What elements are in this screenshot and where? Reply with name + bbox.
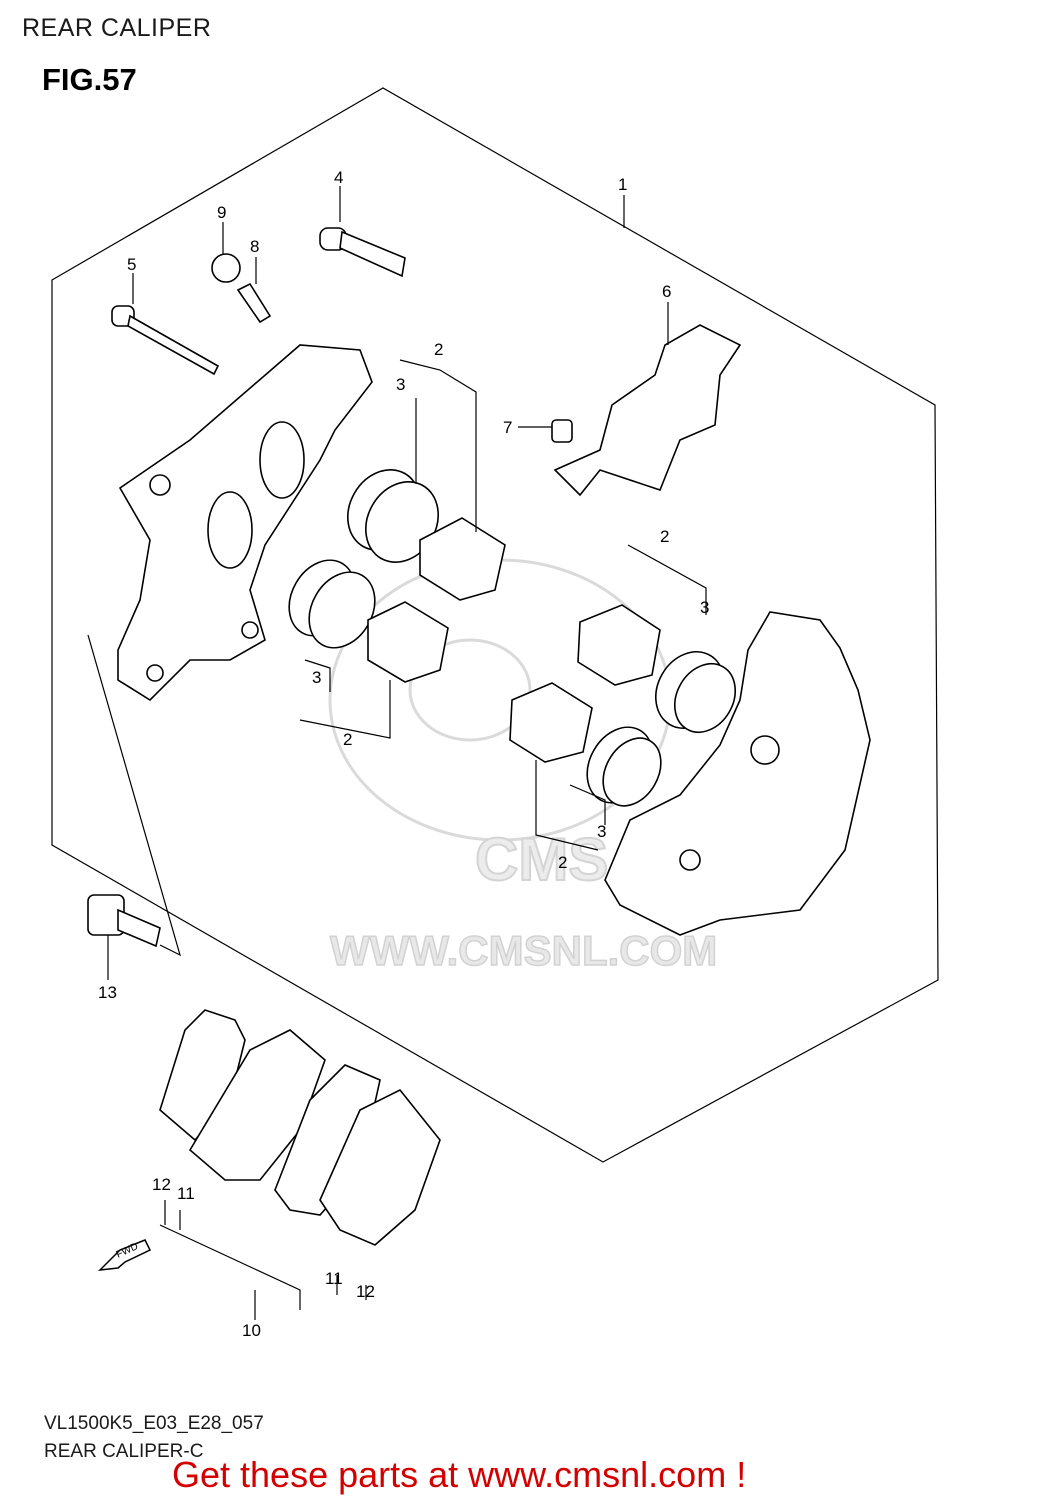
leader-lines	[87, 186, 707, 1320]
callout-3: 3	[597, 822, 606, 841]
assembly-outline	[51, 87, 939, 1163]
callout-2: 2	[343, 730, 352, 749]
callout-5: 5	[127, 255, 136, 274]
piston-seal-set-lower-left	[288, 559, 449, 683]
callout-9: 9	[217, 203, 226, 222]
callout-3: 3	[700, 598, 709, 617]
callout-2: 2	[558, 853, 567, 872]
brake-pad-set-left	[159, 1009, 326, 1181]
fwd-arrow-icon: FWD	[97, 1239, 152, 1271]
callout-2: 2	[434, 340, 443, 359]
callout-12: 12	[356, 1282, 375, 1301]
piston-seal-set-lower-right	[509, 682, 662, 807]
cta-link[interactable]: Get these parts at www.cmsnl.com !	[172, 1454, 747, 1495]
bleeder-part-8	[236, 282, 272, 324]
cap-part-9	[211, 253, 241, 283]
brake-pad-set-right	[274, 1064, 441, 1246]
watermark: CMS WWW.CMSNL.COM	[328, 558, 718, 975]
bolt-part-5	[111, 305, 220, 376]
piston-seal-set-upper-right	[577, 604, 736, 733]
callout-10: 10	[242, 1321, 261, 1340]
callout-3: 3	[312, 668, 321, 687]
watermark-url: WWW.CMSNL.COM	[330, 927, 717, 974]
bracket-part-6	[553, 324, 742, 497]
callout-6: 6	[662, 282, 671, 301]
callout-4: 4	[334, 168, 343, 187]
callout-11: 11	[177, 1184, 195, 1203]
model-code: VL1500K5_E03_E28_057	[44, 1413, 264, 1434]
page-title: REAR CALIPER	[22, 14, 212, 42]
callout-13: 13	[98, 983, 117, 1002]
callout-11: 11	[325, 1269, 343, 1288]
callout-7: 7	[503, 418, 512, 437]
bolt-part-13	[87, 894, 161, 948]
bolt-part-4	[319, 227, 406, 278]
callout-12: 12	[152, 1175, 171, 1194]
callout-8: 8	[250, 237, 259, 256]
figure-number: FIG.57	[42, 62, 137, 97]
diagram-name: REAR CALIPER-C	[44, 1441, 204, 1462]
callout-1: 1	[618, 175, 627, 194]
callout-labels: 1 2 2 2 2 3 3 3 3 4 5 6 7 8 9 10 11 11 1…	[98, 168, 709, 1340]
caliper-inner-body	[117, 344, 373, 702]
caliper-outer-body	[604, 611, 871, 936]
callout-3: 3	[396, 375, 405, 394]
screw-part-7	[551, 419, 573, 443]
piston-seal-set-upper-left	[347, 469, 506, 601]
callout-2: 2	[660, 527, 669, 546]
